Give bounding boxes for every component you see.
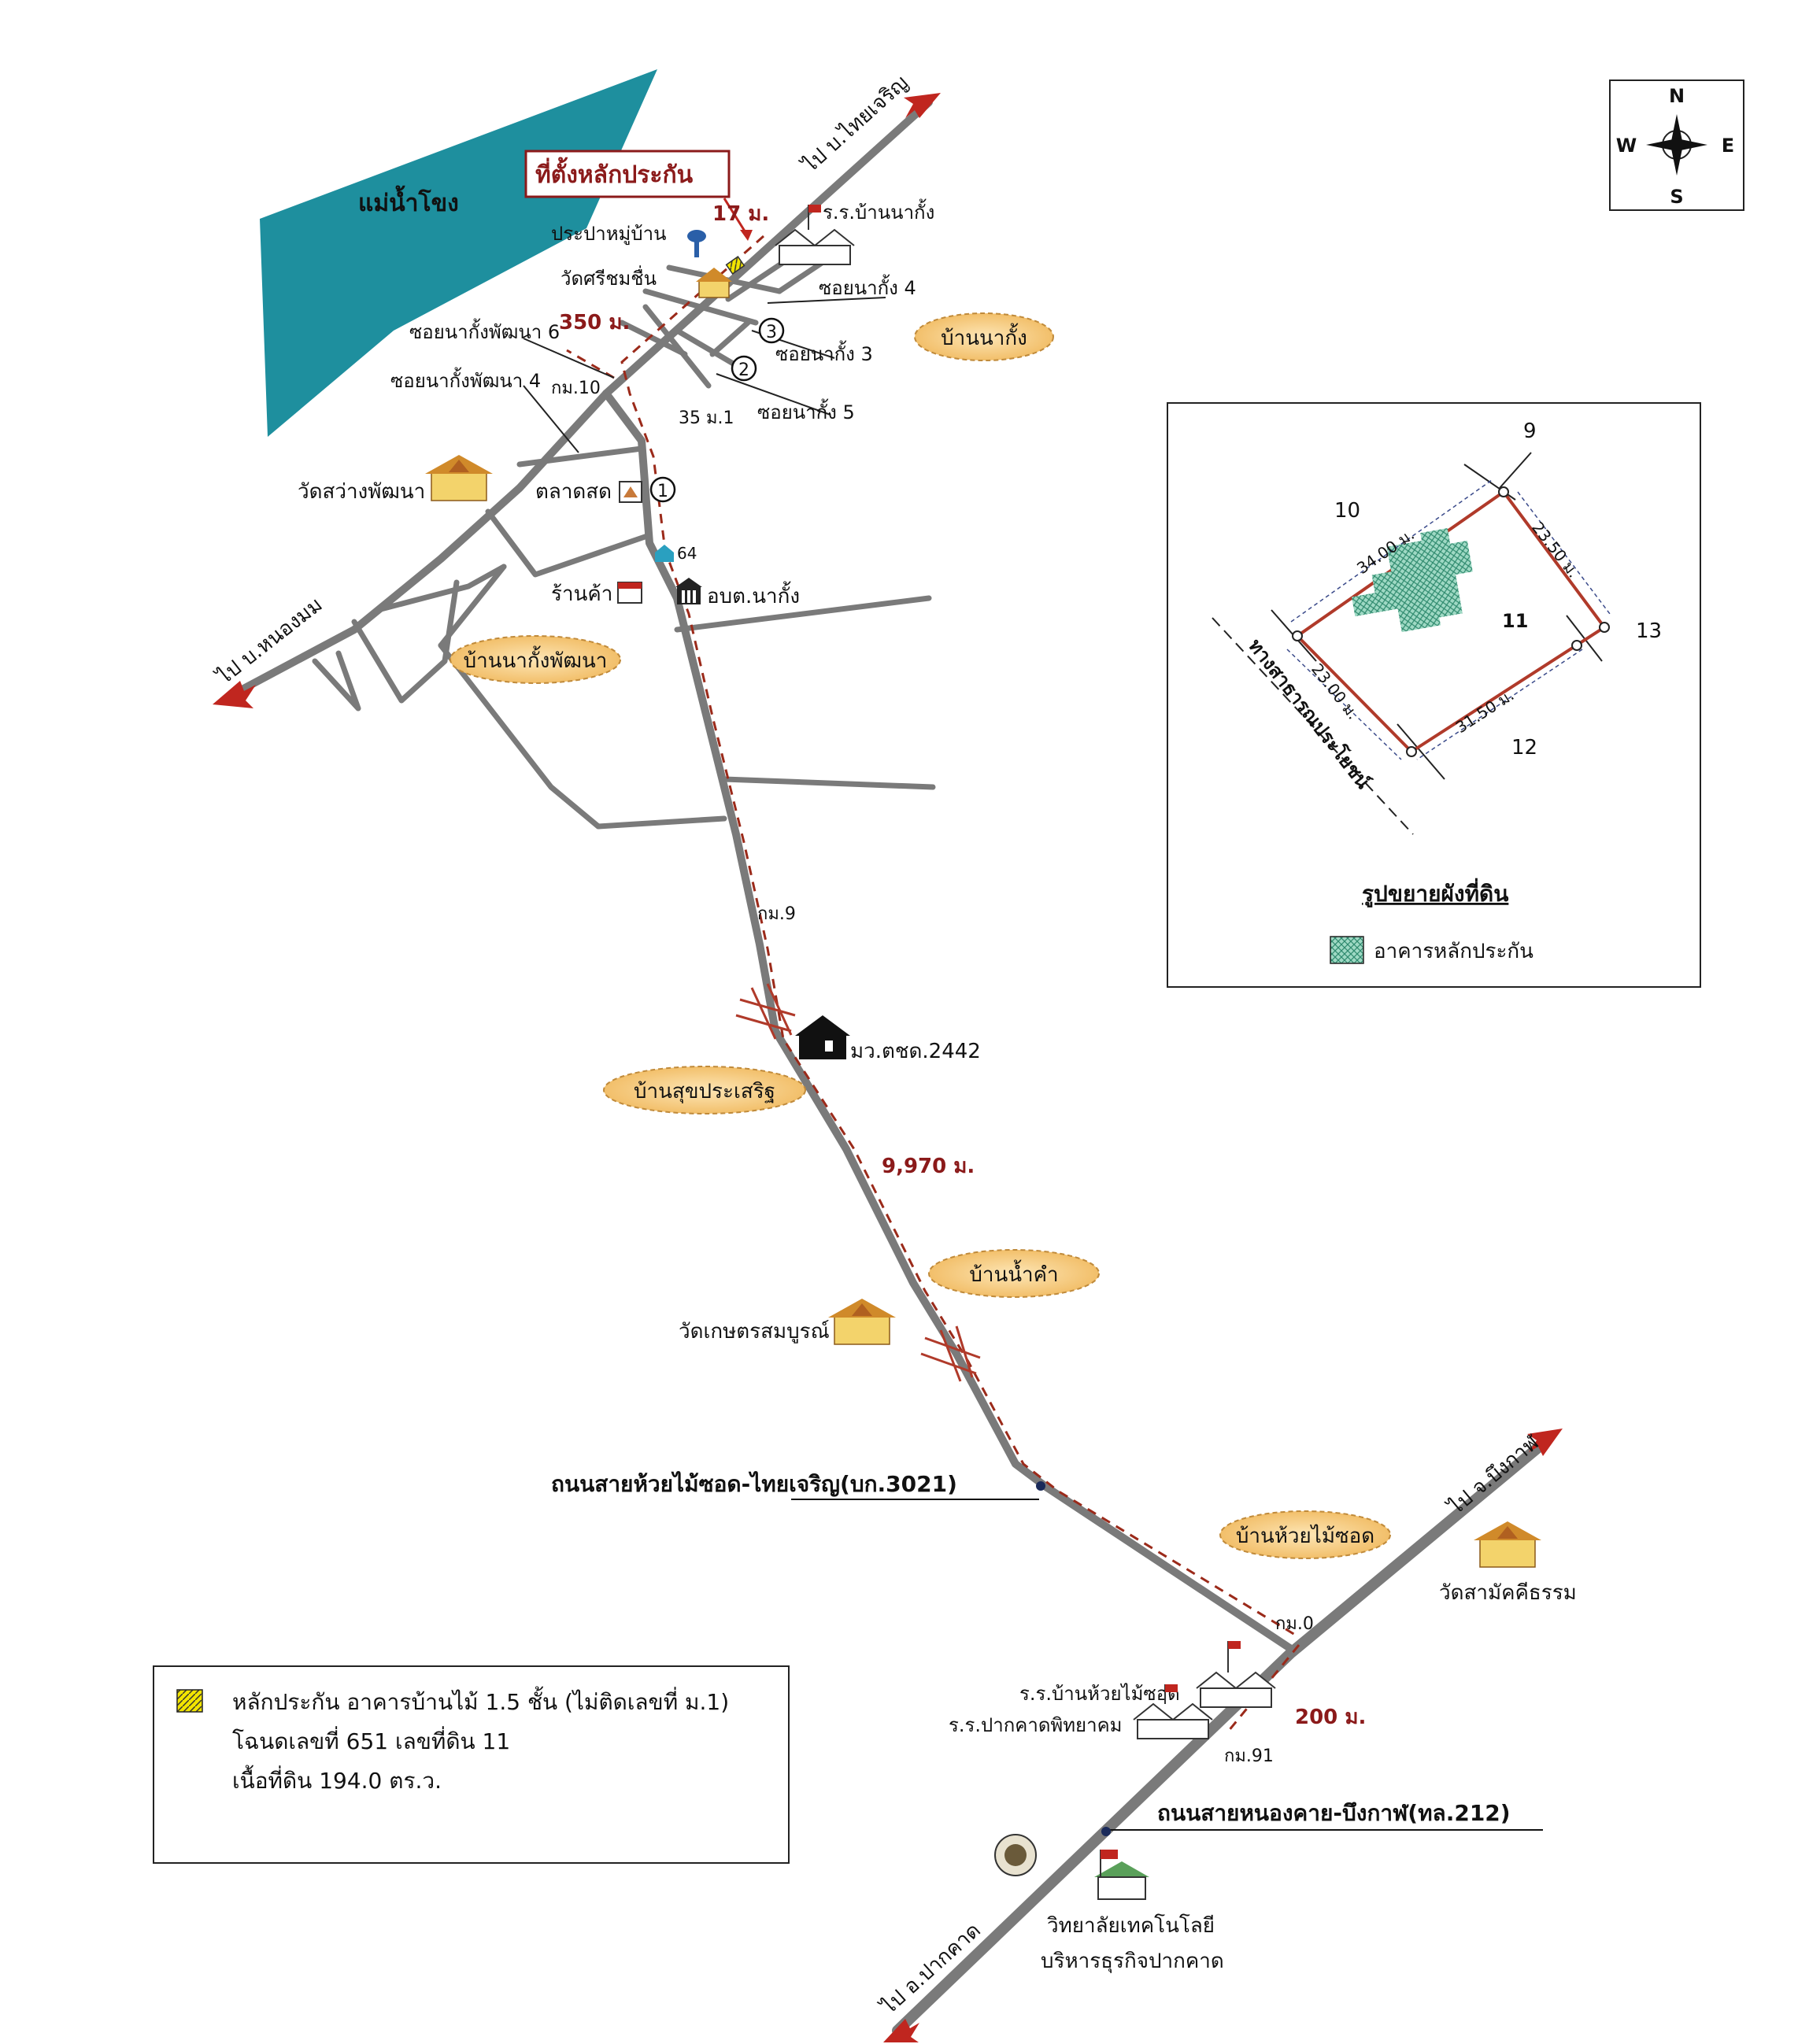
government-building-icon — [675, 578, 702, 604]
compass-w: W — [1616, 135, 1637, 157]
label-wat-sawang: วัดสว่างพัฒนา — [298, 480, 425, 504]
temple-icon — [696, 268, 732, 298]
village-nam-kham: บ้านน้ำคำ — [928, 1249, 1100, 1298]
arrow-buengkan-icon — [1527, 1429, 1563, 1456]
bridge-marks — [735, 983, 981, 1382]
label-college-2: บริหารธุรกิจปากคาด — [1041, 1950, 1224, 1973]
compass-s: S — [1670, 186, 1683, 208]
school-icon — [1196, 1641, 1276, 1708]
svg-text:บ้านนากั้ง: บ้านนากั้ง — [941, 323, 1027, 350]
marker-1: 1 — [649, 476, 676, 503]
label-soi-4: ซอยนากั้ง 4 — [819, 274, 916, 299]
km-post-10: กม.10 — [551, 379, 601, 398]
label-mor-wor: มว.ตชด.2442 — [850, 1040, 981, 1063]
svg-text:บ้านห้วยไม้ซอด: บ้านห้วยไม้ซอด — [1236, 1524, 1374, 1548]
label-school-na-kang: ร.ร.บ้านนากั้ง — [823, 198, 934, 224]
road-to-thaicharoen — [602, 98, 933, 397]
label-sao: อบต.นากั้ง — [707, 581, 800, 608]
label-shop: ร้านค้า — [551, 582, 612, 606]
label-to-buengkan: ไป จ.บึงกาฬ — [1443, 1430, 1545, 1521]
river-label: แม่น้ำโขง — [358, 185, 459, 217]
arrow-pakkhat-icon — [883, 2019, 919, 2042]
village-na-kang-phatthana: บ้านนากั้งพัฒนา — [450, 635, 621, 684]
arrow-thaicharoen-icon — [904, 93, 941, 118]
km-post-9: กม.9 — [757, 904, 796, 924]
label-school-huai: ร.ร.บ้านห้วยไม้ซอด — [1019, 1683, 1180, 1705]
college-seal-icon — [994, 1834, 1037, 1876]
legend-building-swatch — [1330, 936, 1364, 964]
svg-text:บ้านสุขประเสริฐ: บ้านสุขประเสริฐ — [634, 1080, 775, 1103]
distance-17m: 17 ม. — [712, 202, 769, 226]
label-soi-phatthana-6: ซอยนากั้งพัฒนา 6 — [409, 318, 560, 343]
label-wat-sri-chom: วัดศรีชมชื่น — [560, 265, 657, 290]
police-unit-icon — [795, 1015, 850, 1059]
km-post-91: กม.91 — [1224, 1746, 1274, 1766]
parcel-number: 11 — [1502, 610, 1528, 632]
label-market: ตลาดสด — [535, 480, 612, 504]
label-highway: ถนนสายหนองคาย-บึงกาฬ(ทล.212) — [1157, 1800, 1511, 1826]
market-icon — [619, 481, 642, 503]
legend-building-label: อาคารหลักประกัน — [1374, 940, 1533, 963]
temple-icon — [1474, 1521, 1541, 1568]
label-soi-3: ซอยนากั้ง 3 — [775, 340, 873, 365]
legend-line-3: เนื้อที่ดิน 194.0 ตร.ว. — [232, 1765, 442, 1794]
label-wat-kaset: วัดเกษตรสมบูรณ์ — [679, 1320, 830, 1344]
location-title-box: ที่ตั้งหลักประกัน — [524, 150, 731, 198]
school-icon — [1133, 1684, 1213, 1739]
label-soi-5: ซอยนากั้ง 5 — [757, 398, 855, 423]
km-post-0: กม.0 — [1275, 1614, 1314, 1634]
college-building-icon — [1094, 1850, 1149, 1900]
svg-text:1: 1 — [657, 482, 668, 501]
village-huai-mai-sot: บ้านห้วยไม้ซอด — [1219, 1510, 1391, 1559]
neighbor-10: 10 — [1334, 499, 1360, 523]
marker-2: 2 — [731, 355, 757, 382]
label-main-road: ถนนสายห้วยไม้ซอด-ไทยเจริญ(บก.3021) — [551, 1471, 957, 1497]
svg-text:บ้านน้ำคำ: บ้านน้ำคำ — [969, 1259, 1058, 1287]
collateral-legend-box: หลักประกัน อาคารบ้านไม้ 1.5 ชั้น (ไม่ติด… — [153, 1665, 790, 1864]
shop-icon — [617, 582, 642, 604]
inset-title: รูปขยายผังที่ดิน — [1362, 878, 1508, 907]
label-water-supply: ประปาหมู่บ้าน — [551, 223, 666, 246]
legend-line-1: หลักประกัน อาคารบ้านไม้ 1.5 ชั้น (ไม่ติด… — [232, 1686, 729, 1715]
svg-text:3: 3 — [766, 323, 777, 342]
compass-e: E — [1722, 135, 1734, 157]
neighbor-13: 13 — [1636, 619, 1662, 643]
road-to-nongmom — [232, 390, 610, 697]
village-suk-prasert: บ้านสุขประเสริฐ — [603, 1066, 806, 1114]
legend-line-2: โฉนดเลขที่ 651 เลขที่ดิน 11 — [232, 1726, 510, 1754]
legend-collateral-swatch — [176, 1689, 203, 1713]
distance-200m: 200 ม. — [1295, 1706, 1366, 1729]
compass-n: N — [1669, 85, 1685, 107]
compass-rose: N S E W — [1609, 79, 1744, 211]
label-house-64: 64 — [677, 544, 697, 563]
house-icon — [655, 545, 674, 562]
distance-350m: 350 ม. — [559, 311, 630, 335]
road-network — [232, 98, 1552, 2036]
road-highway-212 — [892, 1435, 1552, 2036]
svg-text:2: 2 — [738, 360, 749, 380]
collateral-building — [1352, 528, 1473, 633]
neighbor-9: 9 — [1523, 420, 1537, 443]
temple-icon — [828, 1299, 896, 1345]
distance-35m: 35 ม.1 — [679, 408, 734, 428]
neighbor-12: 12 — [1511, 736, 1537, 760]
distance-9970m: 9,970 ม. — [882, 1155, 975, 1178]
label-school-pakkhat: ร.ร.ปากคาดพิทยาคม — [949, 1714, 1122, 1736]
arrow-nongmom-icon — [213, 681, 256, 708]
svg-text:บ้านนากั้งพัฒนา: บ้านนากั้งพัฒนา — [464, 645, 608, 673]
collateral-marker — [725, 256, 745, 275]
land-plan-inset: 34.00 ม. 23.50 ม. 31.50 ม. 23.00 ม. ทางส… — [1167, 402, 1701, 988]
label-to-thaicharoen: ไป บ.ไทยเจริญ — [797, 71, 912, 179]
label-soi-phatthana-4: ซอยนากั้งพัฒนา 4 — [390, 367, 541, 392]
school-icon — [775, 205, 855, 265]
village-na-kang: บ้านนากั้ง — [914, 312, 1054, 361]
svg-text:ที่ตั้งหลักประกัน: ที่ตั้งหลักประกัน — [535, 157, 694, 189]
label-wat-samakkhi: วัดสามัคคีธรรม — [1439, 1581, 1577, 1605]
road-main-south — [602, 390, 1295, 1653]
temple-icon — [425, 455, 493, 501]
label-college-1: วิทยาลัยเทคโนโลยี — [1047, 1913, 1215, 1938]
route-dashed — [620, 235, 1300, 1639]
water-tower-icon — [687, 230, 706, 257]
marker-3: 3 — [758, 317, 785, 344]
